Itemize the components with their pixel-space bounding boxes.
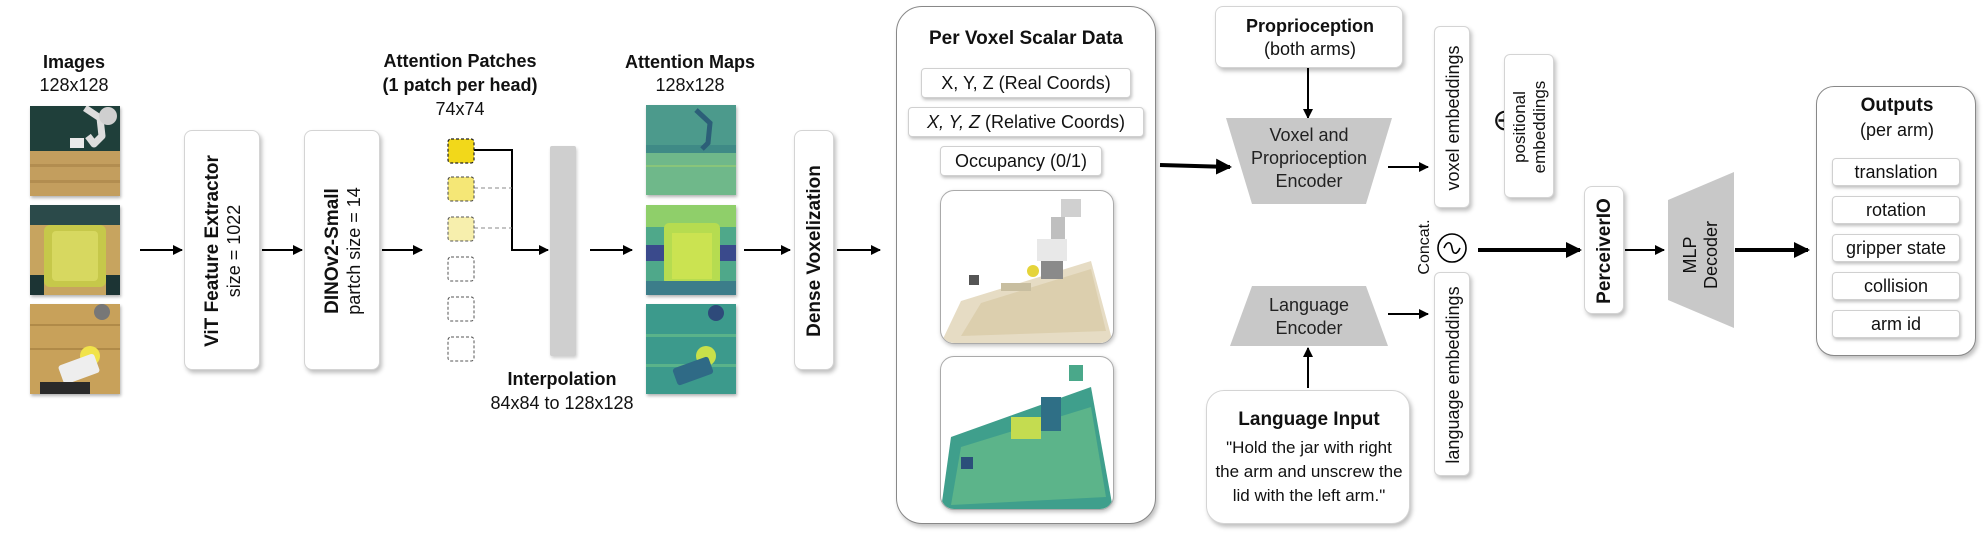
patch-2 [447,176,475,202]
language-input-line1: "Hold the jar with right [1226,438,1392,457]
language-input-line2: the arm and unscrew the [1215,462,1403,481]
language-input-line3: lid with the left arm." [1232,486,1386,505]
voxel-encoder-label: Voxel and Proprioception Encoder [1226,124,1392,193]
positional-embeddings-block: positional embeddings [1504,54,1554,198]
camera-image-wrist-right [30,205,120,295]
patch-3 [447,216,475,242]
perceiverio-block: PerceiverIO [1584,186,1624,314]
mlp-decoder-label: MLP Decoder [1676,197,1726,313]
vit-feature-extractor-block: ViT Feature Extractor size = 1022 [184,130,260,370]
attention-patches-size: 74x74 [435,99,485,119]
dinov2-block: DINOv2-Small partch size = 14 [304,130,380,370]
patch-1 [447,138,475,164]
attention-map-3 [646,304,736,394]
real-coords-item: X, Y, Z (Real Coords) [921,68,1131,98]
mlp-line2: Decoder [1701,220,1721,290]
patch-link-main [474,149,549,255]
output-rotation: rotation [1832,196,1960,224]
proprioception-sub: (both arms) [1263,39,1357,59]
outputs-title: Outputs [1860,95,1934,116]
voxel-embeddings-block: voxel embeddings [1434,26,1470,208]
real-coords-label: (Real Coords) [993,72,1111,93]
relative-coords-label: (Relative Coords) [980,111,1126,132]
language-encoder-line2: Encoder [1275,318,1343,338]
real-coords-xyz: X, Y, Z [941,72,994,93]
positional-embeddings-line2: embeddings [1530,80,1549,174]
relative-coords-xyz: X, Y, Z [926,111,980,132]
attention-map-2 [646,205,736,295]
voxel-encoder-line3: Encoder [1275,171,1343,191]
patch-6 [447,336,475,362]
camera-image-wrist-left [30,304,120,394]
voxel-encoder-line1: Voxel and [1269,125,1349,145]
language-encoder-label: Language Encoder [1230,294,1388,340]
attention-maps-size: 128x128 [655,75,725,95]
voxel-rgb-render [940,190,1114,344]
language-embeddings-block: language embeddings [1434,272,1470,476]
attention-maps-title: Attention Maps [625,52,755,72]
interpolation-range: 84x84 to 128x128 [490,393,634,413]
attention-patch-stack [447,138,475,362]
attention-map-1 [646,105,736,195]
output-arm-id: arm id [1832,310,1960,338]
camera-image-front [30,106,120,196]
voxel-feature-render [940,356,1114,510]
output-gripper-state: gripper state [1832,234,1960,262]
outputs-sub: (per arm) [1859,120,1934,140]
images-size: 128x128 [39,75,109,95]
patch-4 [447,256,475,282]
output-collision: collision [1832,272,1960,300]
voxel-proprio-encoder-shape [1226,118,1392,204]
language-encoder-shape [1230,286,1388,346]
patch-5 [447,296,475,322]
mlp-decoder-shape [1668,172,1734,328]
per-voxel-title: Per Voxel Scalar Data [929,28,1123,49]
relative-coords-item: X, Y, Z (Relative Coords) [908,107,1144,137]
dino-title: DINOv2-Small [321,188,343,314]
language-embeddings-label: language embeddings [1442,286,1463,464]
arrow-pervoxel-encoder [1159,158,1232,175]
attention-patches-title: Attention Patches [383,51,537,71]
vit-param: size = 1022 [223,204,244,298]
interpolation-bar [550,146,576,356]
mlp-line1: MLP [1680,236,1700,274]
voxel-embeddings-label: voxel embeddings [1442,45,1463,191]
attention-patches-subtitle: (1 patch per head) [382,75,538,95]
positional-embeddings-line1: positional [1510,91,1529,163]
occupancy-item: Occupancy (0/1) [940,146,1102,176]
perceiverio-label: PerceiverIO [1594,198,1615,304]
images-title: Images [42,52,106,72]
proprioception-block: Proprioception (both arms) [1215,6,1403,68]
interpolation-title: Interpolation [507,369,617,389]
language-encoder-line1: Language [1268,295,1350,315]
vit-title: ViT Feature Extractor [201,155,223,347]
output-translation: translation [1832,158,1960,186]
proprioception-title: Proprioception [1245,16,1374,36]
language-input-title: Language Input [1238,409,1380,430]
dense-voxelization-block: Dense Voxelization [794,130,834,370]
dense-voxelization-label: Dense Voxelization [804,165,825,337]
dino-param: partch size = 14 [343,187,364,315]
voxel-encoder-line2: Proprioception [1250,148,1368,168]
concat-operator-icon [1434,230,1470,266]
language-input-block: Language Input "Hold the jar with right … [1206,390,1410,524]
